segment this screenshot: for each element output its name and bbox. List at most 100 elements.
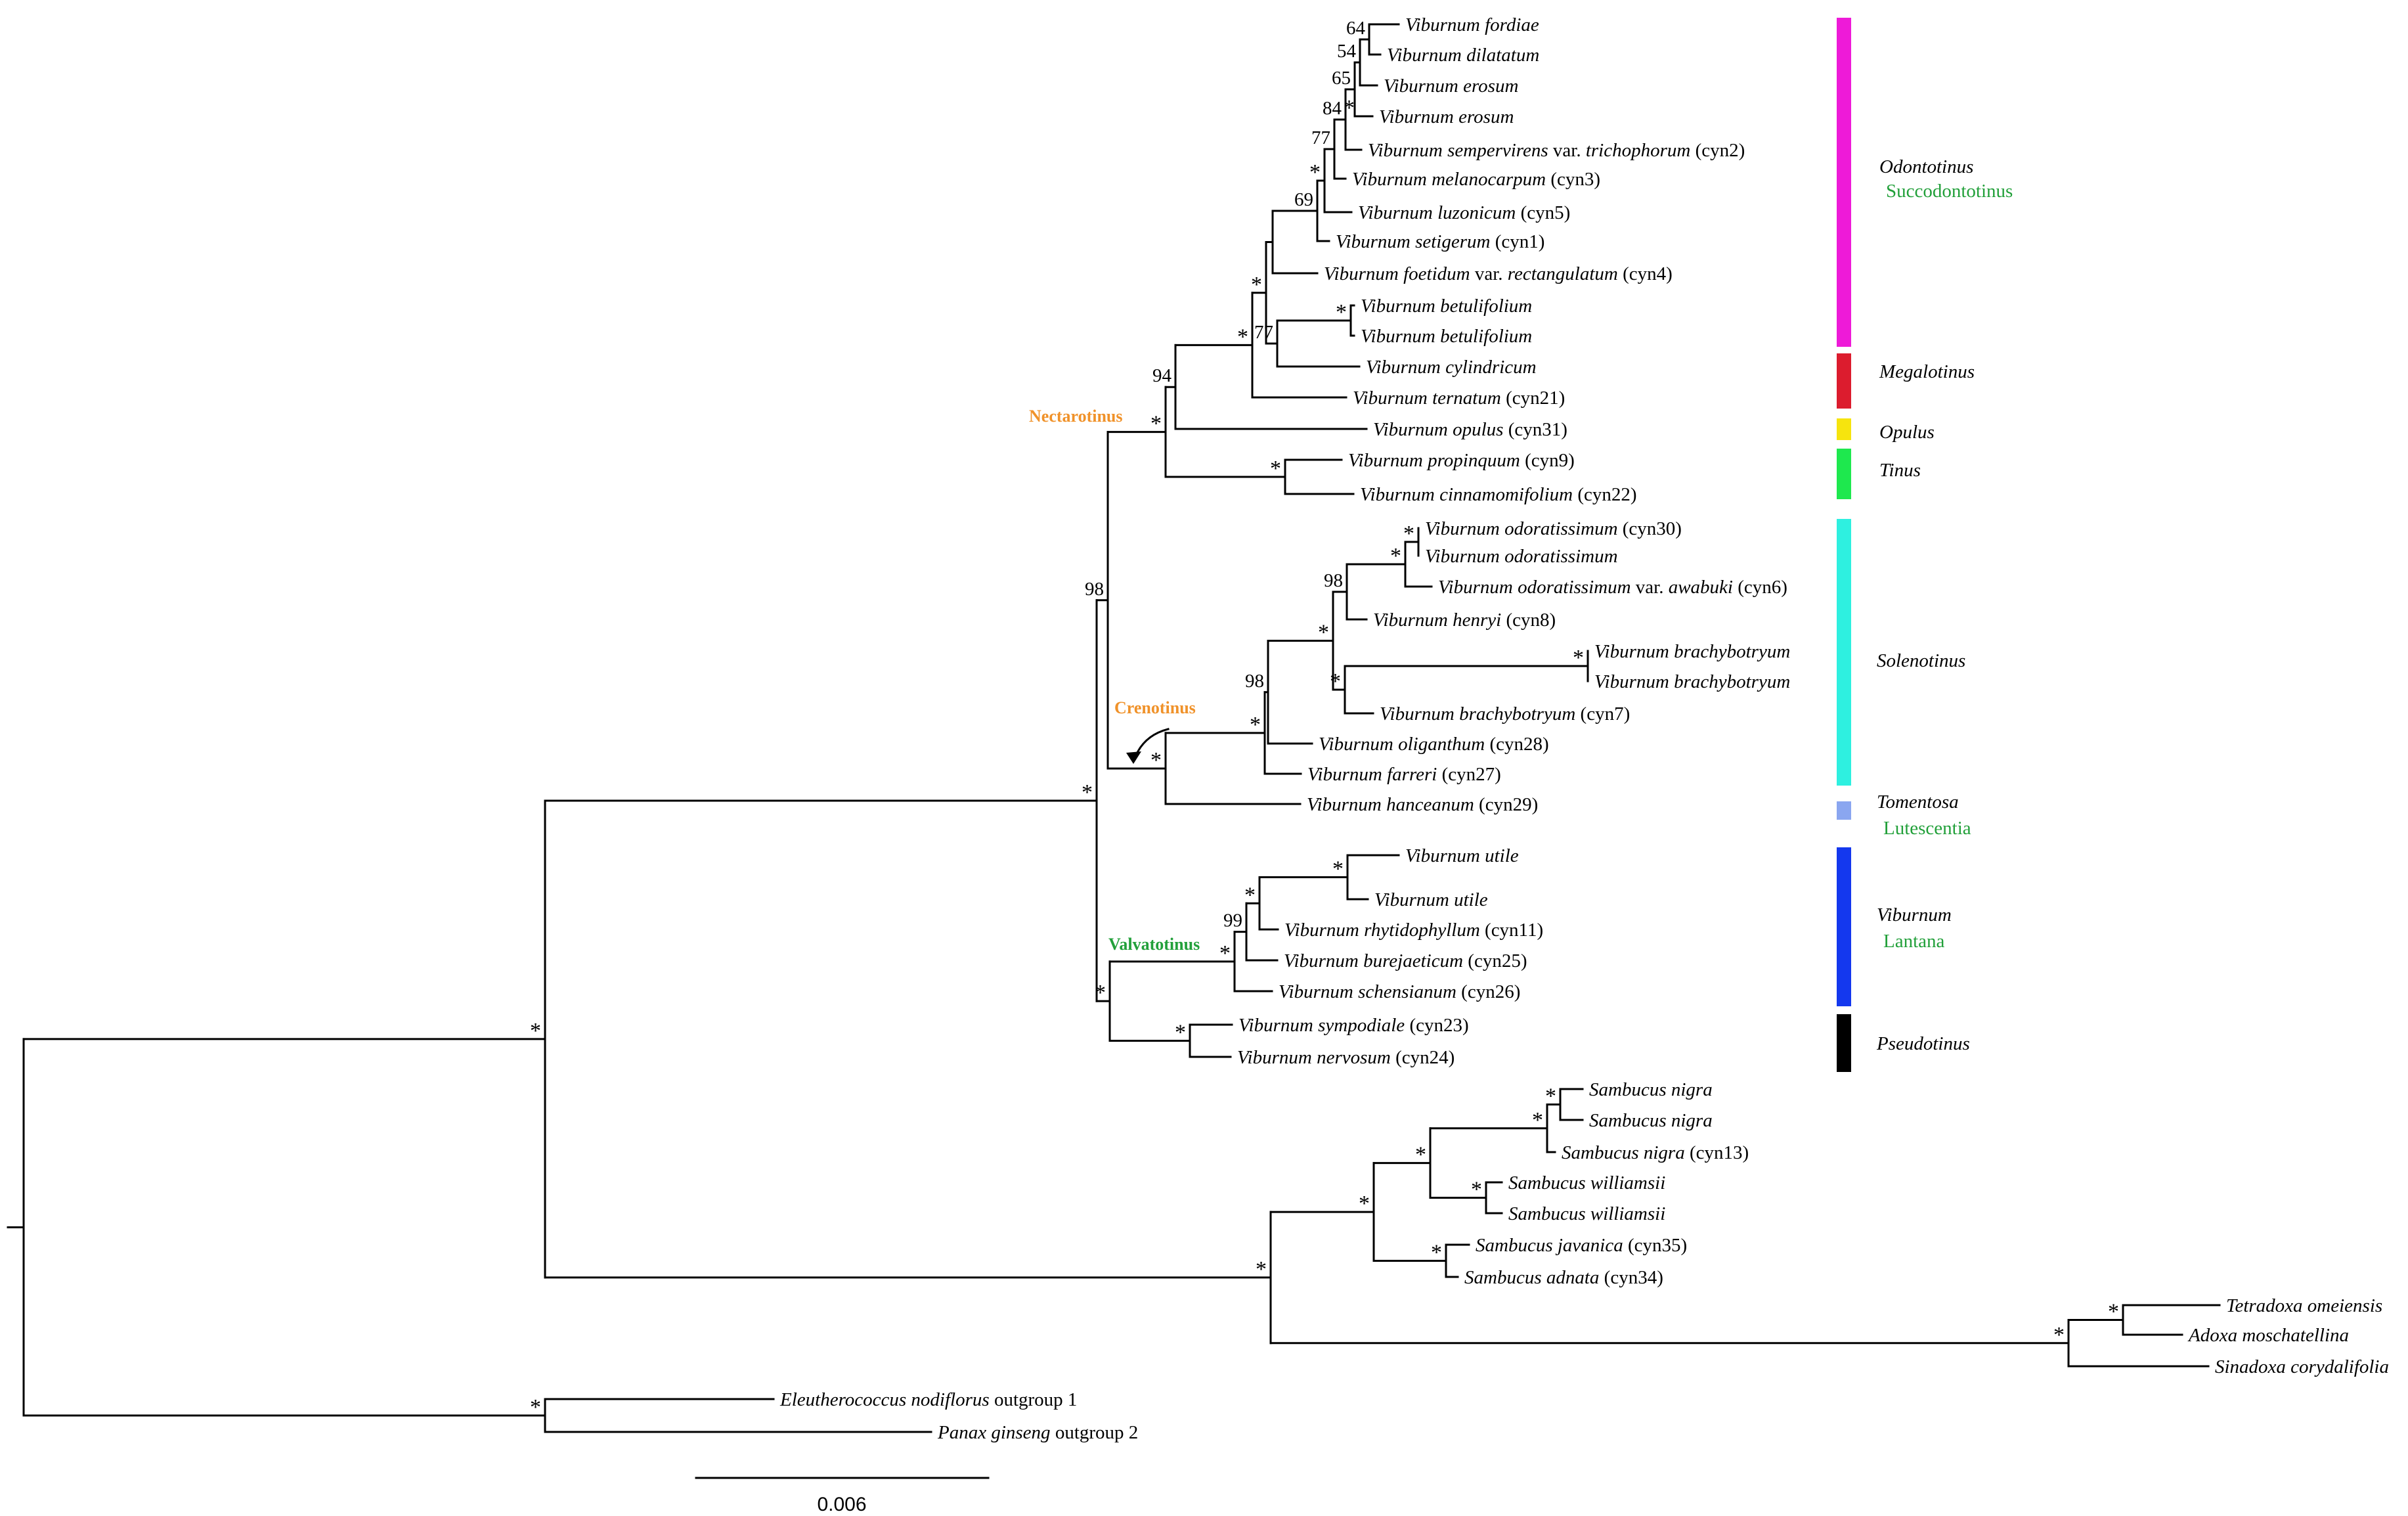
support-value: * [1359, 1192, 1370, 1216]
taxon-name: Viburnum erosum [1379, 106, 1514, 127]
taxon-name: Viburnum luzonicum [1358, 202, 1516, 223]
support-value: * [1256, 1257, 1267, 1282]
clade-label-tomentosa: Tomentosa [1877, 791, 1959, 813]
taxon-annotation: var. [1631, 577, 1669, 598]
tip-label: Viburnum opulus (cyn31) [1373, 419, 1567, 440]
taxon-name: Viburnum setigerum [1336, 231, 1490, 252]
node-labels: Nectarotinus Crenotinus Valvatotinus [1029, 407, 1200, 954]
clade-bar-tinus [1837, 449, 1851, 499]
support-value: * [1332, 857, 1344, 881]
tip-label: Viburnum sempervirens var. trichophorum … [1368, 140, 1745, 161]
taxon-name: Viburnum farreri [1307, 764, 1437, 785]
taxon-annotation: (cyn5) [1516, 202, 1570, 223]
tip-label: Viburnum setigerum (cyn1) [1336, 231, 1544, 252]
support-value: * [1545, 1084, 1556, 1109]
taxon-annotation: (cyn29) [1474, 794, 1538, 815]
tip-label: Sambucus javanica (cyn35) [1476, 1235, 1687, 1256]
clade-labels: Odontotinus Succodontotinus Megalotinus … [1876, 156, 2013, 1054]
taxon-name: Viburnum sympodiale [1238, 1015, 1405, 1036]
taxon-annotation: (cyn9) [1520, 450, 1575, 471]
tip-label: Viburnum melanocarpum (cyn3) [1352, 169, 1600, 190]
taxon-annotation: (cyn35) [1623, 1235, 1687, 1256]
support-value: * [1237, 324, 1248, 349]
clade-bar-viburnum [1837, 847, 1851, 1006]
tip-label: Viburnum cylindricum [1366, 357, 1537, 378]
support-value: 98 [1085, 579, 1104, 600]
taxon-name: Adoxa moschatellina [2187, 1325, 2349, 1346]
clade-label-viburnum: Viburnum [1877, 904, 1952, 925]
tip-label: Viburnum nervosum (cyn24) [1237, 1047, 1455, 1068]
tip-label: Panax ginseng outgroup 2 [937, 1422, 1138, 1443]
taxon-name: awabuki [1669, 577, 1733, 598]
taxon-annotation: (cyn1) [1490, 231, 1544, 252]
support-value: * [1095, 981, 1106, 1005]
taxon-name: Viburnum sempervirens [1368, 140, 1548, 161]
tip-label: Viburnum rhytidophyllum (cyn11) [1284, 920, 1543, 941]
taxon-annotation: (cyn6) [1733, 577, 1787, 598]
taxon-annotation: (cyn11) [1480, 920, 1543, 941]
taxon-name: Tetradoxa omeiensis [2226, 1295, 2382, 1316]
support-value: * [1390, 544, 1401, 568]
taxon-annotation: (cyn3) [1546, 169, 1600, 190]
taxon-name: Viburnum betulifolium [1361, 326, 1532, 347]
node-label-crenotinus: Crenotinus [1114, 698, 1196, 717]
support-value: * [1251, 273, 1262, 297]
support-value: 65 [1332, 68, 1351, 89]
taxon-name: Sinadoxa corydalifolia [2215, 1356, 2389, 1377]
support-value: * [530, 1395, 541, 1419]
tip-label: Sambucus nigra [1589, 1079, 1713, 1100]
clade-bar-tomentosa [1837, 801, 1851, 820]
scale-bar-label: 0.006 [817, 1494, 866, 1515]
clade-sublabel-lantana: Lantana [1883, 931, 1945, 952]
taxon-annotation: (cyn2) [1690, 140, 1745, 161]
tip-label: Viburnum luzonicum (cyn5) [1358, 202, 1570, 223]
support-value: 84 [1323, 98, 1342, 119]
tip-label: Eleutherococcus nodiflorus outgroup 1 [779, 1389, 1077, 1410]
tip-label: Viburnum brachybotryum (cyn7) [1380, 703, 1630, 725]
taxon-name: Viburnum foetidum [1324, 263, 1470, 284]
tip-label: Viburnum utile [1405, 845, 1519, 866]
taxon-annotation: (cyn13) [1685, 1142, 1749, 1163]
taxon-name: Viburnum brachybotryum [1380, 703, 1575, 725]
tip-label: Viburnum betulifolium [1361, 296, 1532, 317]
support-value: * [1270, 457, 1281, 481]
clade-label-tinus: Tinus [1879, 460, 1921, 481]
node-label-nectarotinus: Nectarotinus [1029, 407, 1123, 426]
taxon-annotation: (cyn31) [1503, 419, 1567, 440]
clade-label-odontotinus: Odontotinus [1879, 156, 1973, 177]
support-value: 64 [1346, 18, 1366, 39]
tip-label: Tetradoxa omeiensis [2226, 1295, 2382, 1316]
taxon-name: Sambucus nigra [1589, 1110, 1713, 1131]
taxon-annotation: (cyn27) [1437, 764, 1500, 785]
taxon-name: Viburnum oliganthum [1319, 734, 1485, 755]
taxon-name: Eleutherococcus nodiflorus [779, 1389, 990, 1410]
tip-label: Sinadoxa corydalifolia [2215, 1356, 2389, 1377]
clade-label-megalotinus: Megalotinus [1879, 361, 1975, 382]
support-value: 99 [1223, 910, 1242, 931]
taxon-name: Viburnum brachybotryum [1594, 641, 1790, 662]
support-value: 54 [1337, 41, 1357, 62]
tip-label: Viburnum foetidum var. rectangulatum (cy… [1324, 263, 1673, 284]
tip-label: Viburnum erosum [1384, 76, 1518, 97]
taxon-annotation: (cyn8) [1501, 610, 1556, 631]
arrow-icon [1126, 728, 1170, 764]
tip-label: Sambucus nigra (cyn13) [1562, 1142, 1749, 1163]
tip-label: Sambucus williamsii [1508, 1172, 1665, 1193]
tip-label: Viburnum oliganthum (cyn28) [1319, 734, 1549, 755]
taxon-annotation: var. [1470, 263, 1508, 284]
support-value: * [2053, 1323, 2065, 1347]
tree-branches [7, 23, 2221, 1433]
taxon-name: Viburnum henryi [1373, 610, 1501, 631]
taxon-name: Viburnum brachybotryum [1594, 671, 1790, 692]
tip-label: Viburnum ternatum (cyn21) [1353, 388, 1565, 409]
taxon-name: Sambucus adnata [1464, 1267, 1599, 1288]
tip-label: Viburnum brachybotryum [1594, 671, 1790, 692]
tip-label: Viburnum erosum [1379, 106, 1514, 127]
taxon-annotation: (cyn34) [1599, 1267, 1663, 1288]
support-value: * [1573, 646, 1584, 670]
tip-label: Viburnum odoratissimum var. awabuki (cyn… [1438, 577, 1787, 598]
support-value: * [1431, 1241, 1442, 1265]
taxon-name: Viburnum utile [1374, 889, 1488, 910]
taxon-annotation: (cyn23) [1405, 1015, 1468, 1036]
